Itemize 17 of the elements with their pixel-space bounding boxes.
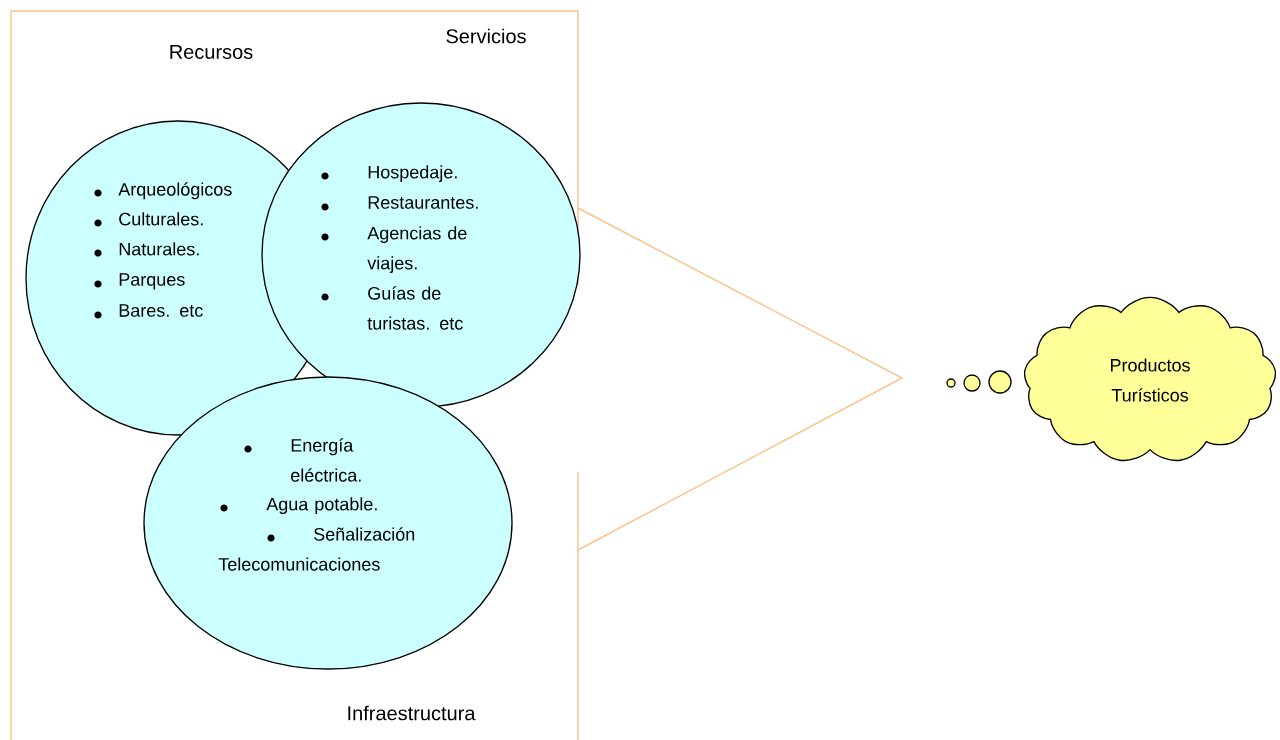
list-item: Bares. etc <box>94 304 203 319</box>
list-item: Restaurantes. <box>321 196 478 211</box>
list-item: Energía eléctrica. <box>244 438 361 482</box>
list-item: Culturales. <box>94 212 203 227</box>
heading: Infraestructura <box>348 705 476 721</box>
callout-frame <box>10 10 904 740</box>
list-item: Agencias de viajes. <box>321 226 467 274</box>
heading: Servicios <box>446 28 526 44</box>
list-item: Señalización Telecomunicaciones <box>218 527 415 571</box>
list-item: Arqueológicos <box>94 182 232 200</box>
list-item: Parques <box>94 273 185 290</box>
list-item: Hospedaje. <box>321 165 457 183</box>
list-item: Naturales. <box>94 242 199 257</box>
list-item: Agua potable. <box>220 497 377 515</box>
list-item: Guías de turistas. etc <box>321 286 463 330</box>
thought-cloud: Productos Turísticos <box>946 296 1277 462</box>
heading: Recursos <box>170 45 253 59</box>
